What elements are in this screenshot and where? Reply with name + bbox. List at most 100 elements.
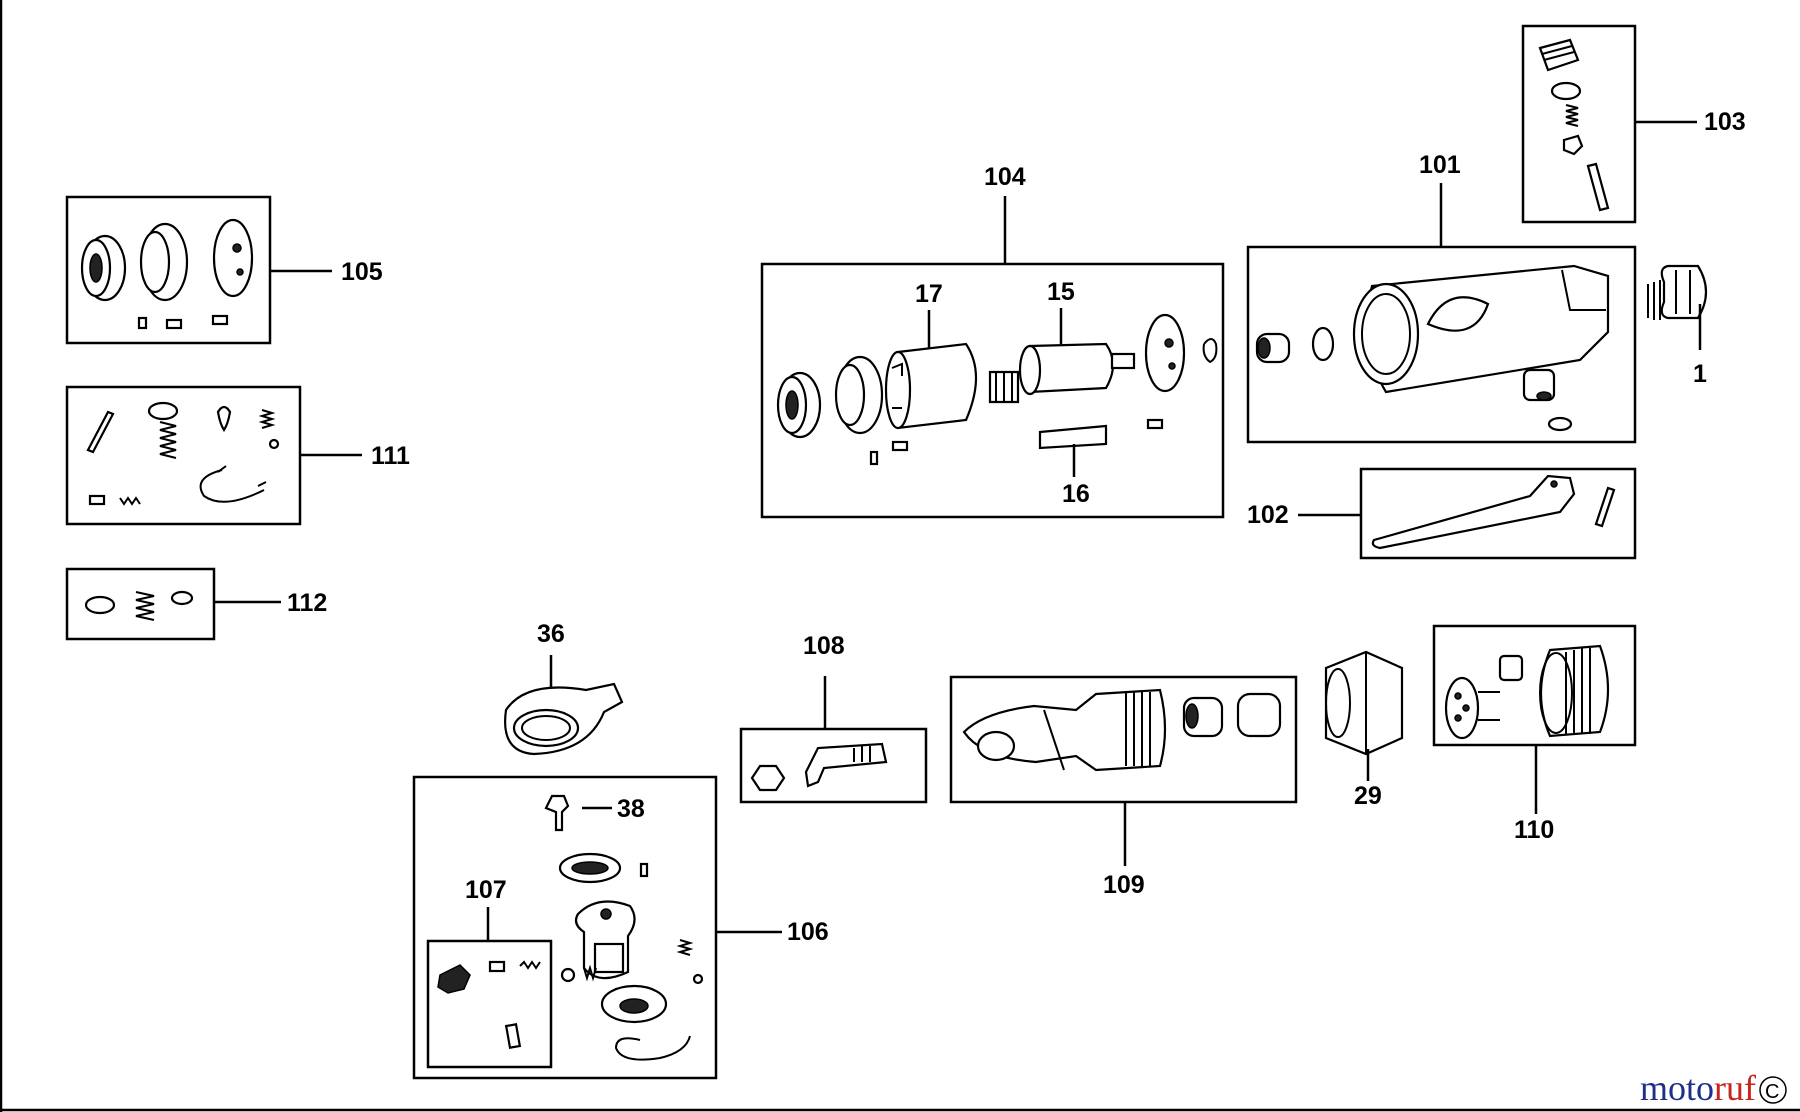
- group-112: [65, 567, 281, 641]
- clip-111: [216, 405, 232, 432]
- label-105: 105: [341, 258, 383, 286]
- clip-104: [1202, 338, 1218, 364]
- plug-101: [1311, 326, 1335, 362]
- group-104: [760, 196, 1225, 519]
- housing-101: [1352, 264, 1610, 394]
- copyright-icon: [1759, 1076, 1787, 1104]
- box-112: [65, 567, 216, 641]
- svg-text:motoruf: motoruf: [1640, 1068, 1756, 1108]
- part-1: [1647, 264, 1708, 350]
- watermark-red: ruf: [1714, 1068, 1756, 1108]
- label-29: 29: [1354, 782, 1382, 810]
- spring-111: [159, 421, 177, 459]
- trigger-lever-102: [1371, 474, 1576, 550]
- washer-111: [147, 401, 179, 421]
- pawl-107: [437, 964, 471, 994]
- box-102: [1359, 467, 1637, 560]
- label-38: 38: [617, 795, 645, 823]
- pin-111-a: [88, 494, 106, 506]
- pin-103: [1586, 162, 1610, 212]
- box-104: [760, 262, 1225, 519]
- group-109: [949, 675, 1298, 866]
- ring-gear-110: [1539, 644, 1610, 738]
- box-108: [739, 727, 928, 804]
- box-109: [949, 675, 1298, 804]
- spring-107: [519, 960, 541, 970]
- group-111: [65, 385, 362, 526]
- ratchet-housing-109: [962, 688, 1167, 772]
- pin-105-c: [211, 314, 229, 326]
- pin-107-b: [504, 1023, 522, 1049]
- lever-38: [544, 794, 570, 832]
- label-17: 17: [915, 280, 943, 308]
- inlet-fitting-101: [1522, 368, 1573, 432]
- label-101: 101: [1419, 151, 1461, 179]
- label-111: 111: [371, 442, 410, 470]
- group-110: [1432, 624, 1637, 814]
- box-103: [1521, 24, 1637, 224]
- shaft-108: [804, 742, 888, 788]
- bushing-109-b: [1236, 692, 1282, 738]
- pin-104-a: [891, 440, 909, 452]
- label-112: 112: [287, 589, 327, 617]
- watermark-suffix: C: [1765, 1081, 1779, 1103]
- part-36: [504, 655, 624, 756]
- rear-plate-104: [1144, 313, 1186, 393]
- cylinder-17: [884, 342, 978, 430]
- end-plate-104: [834, 355, 884, 435]
- group-105: [65, 195, 332, 345]
- ball-106-a: [560, 967, 576, 983]
- bearing-105: [80, 234, 127, 302]
- spring-106: [676, 939, 694, 956]
- washer-112-a: [84, 595, 116, 615]
- box-110: [1432, 624, 1637, 747]
- label-109: 109: [1103, 871, 1145, 899]
- washer-103: [1550, 81, 1582, 101]
- pin-111: [86, 410, 115, 454]
- spring-111-tiny: [119, 496, 141, 506]
- label-102: 102: [1247, 501, 1289, 529]
- retaining-ring-111: [199, 469, 265, 503]
- bearing-104: [776, 371, 822, 439]
- vane-16: [1038, 424, 1108, 450]
- pin-104-b: [869, 450, 879, 466]
- label-16: 16: [1062, 480, 1090, 508]
- pin-105-a: [137, 316, 148, 330]
- label-107: 107: [465, 876, 507, 904]
- group-103: [1521, 24, 1697, 224]
- part-29: [1324, 650, 1404, 781]
- pin-107-a: [488, 960, 506, 973]
- rear-plate-105: [212, 218, 254, 298]
- group-106: [412, 775, 782, 1080]
- ball-111: [268, 438, 280, 450]
- nut-108: [750, 764, 786, 792]
- valve-103: [1562, 134, 1584, 156]
- label-36: 36: [537, 620, 565, 648]
- group-101: [1246, 183, 1637, 444]
- label-106: 106: [787, 918, 829, 946]
- box-106: [412, 775, 718, 1080]
- label-108: 108: [803, 632, 845, 660]
- end-plate-105: [139, 222, 189, 302]
- spring-112: [135, 591, 155, 621]
- group-102: [1298, 467, 1637, 560]
- watermark-logo: motoruf C: [1640, 1068, 1787, 1108]
- pin-102: [1594, 486, 1616, 528]
- label-110: 110: [1514, 816, 1554, 844]
- group-108: [739, 676, 928, 804]
- spring-103: [1565, 104, 1579, 127]
- washer-112-b: [170, 590, 194, 606]
- spring-111-small: [258, 409, 276, 429]
- box-107: [426, 939, 553, 1069]
- label-15: 15: [1047, 278, 1075, 306]
- watermark-blue: moto: [1640, 1068, 1714, 1108]
- retaining-ring-106: [614, 1035, 691, 1061]
- label-1: 1: [1693, 360, 1707, 388]
- gear-plate-110: [1444, 676, 1500, 740]
- label-104: 104: [984, 163, 1026, 191]
- gear-110: [1498, 654, 1524, 682]
- label-103: 103: [1704, 108, 1746, 136]
- pin-105-b: [165, 318, 183, 330]
- ball-106-b: [692, 973, 704, 985]
